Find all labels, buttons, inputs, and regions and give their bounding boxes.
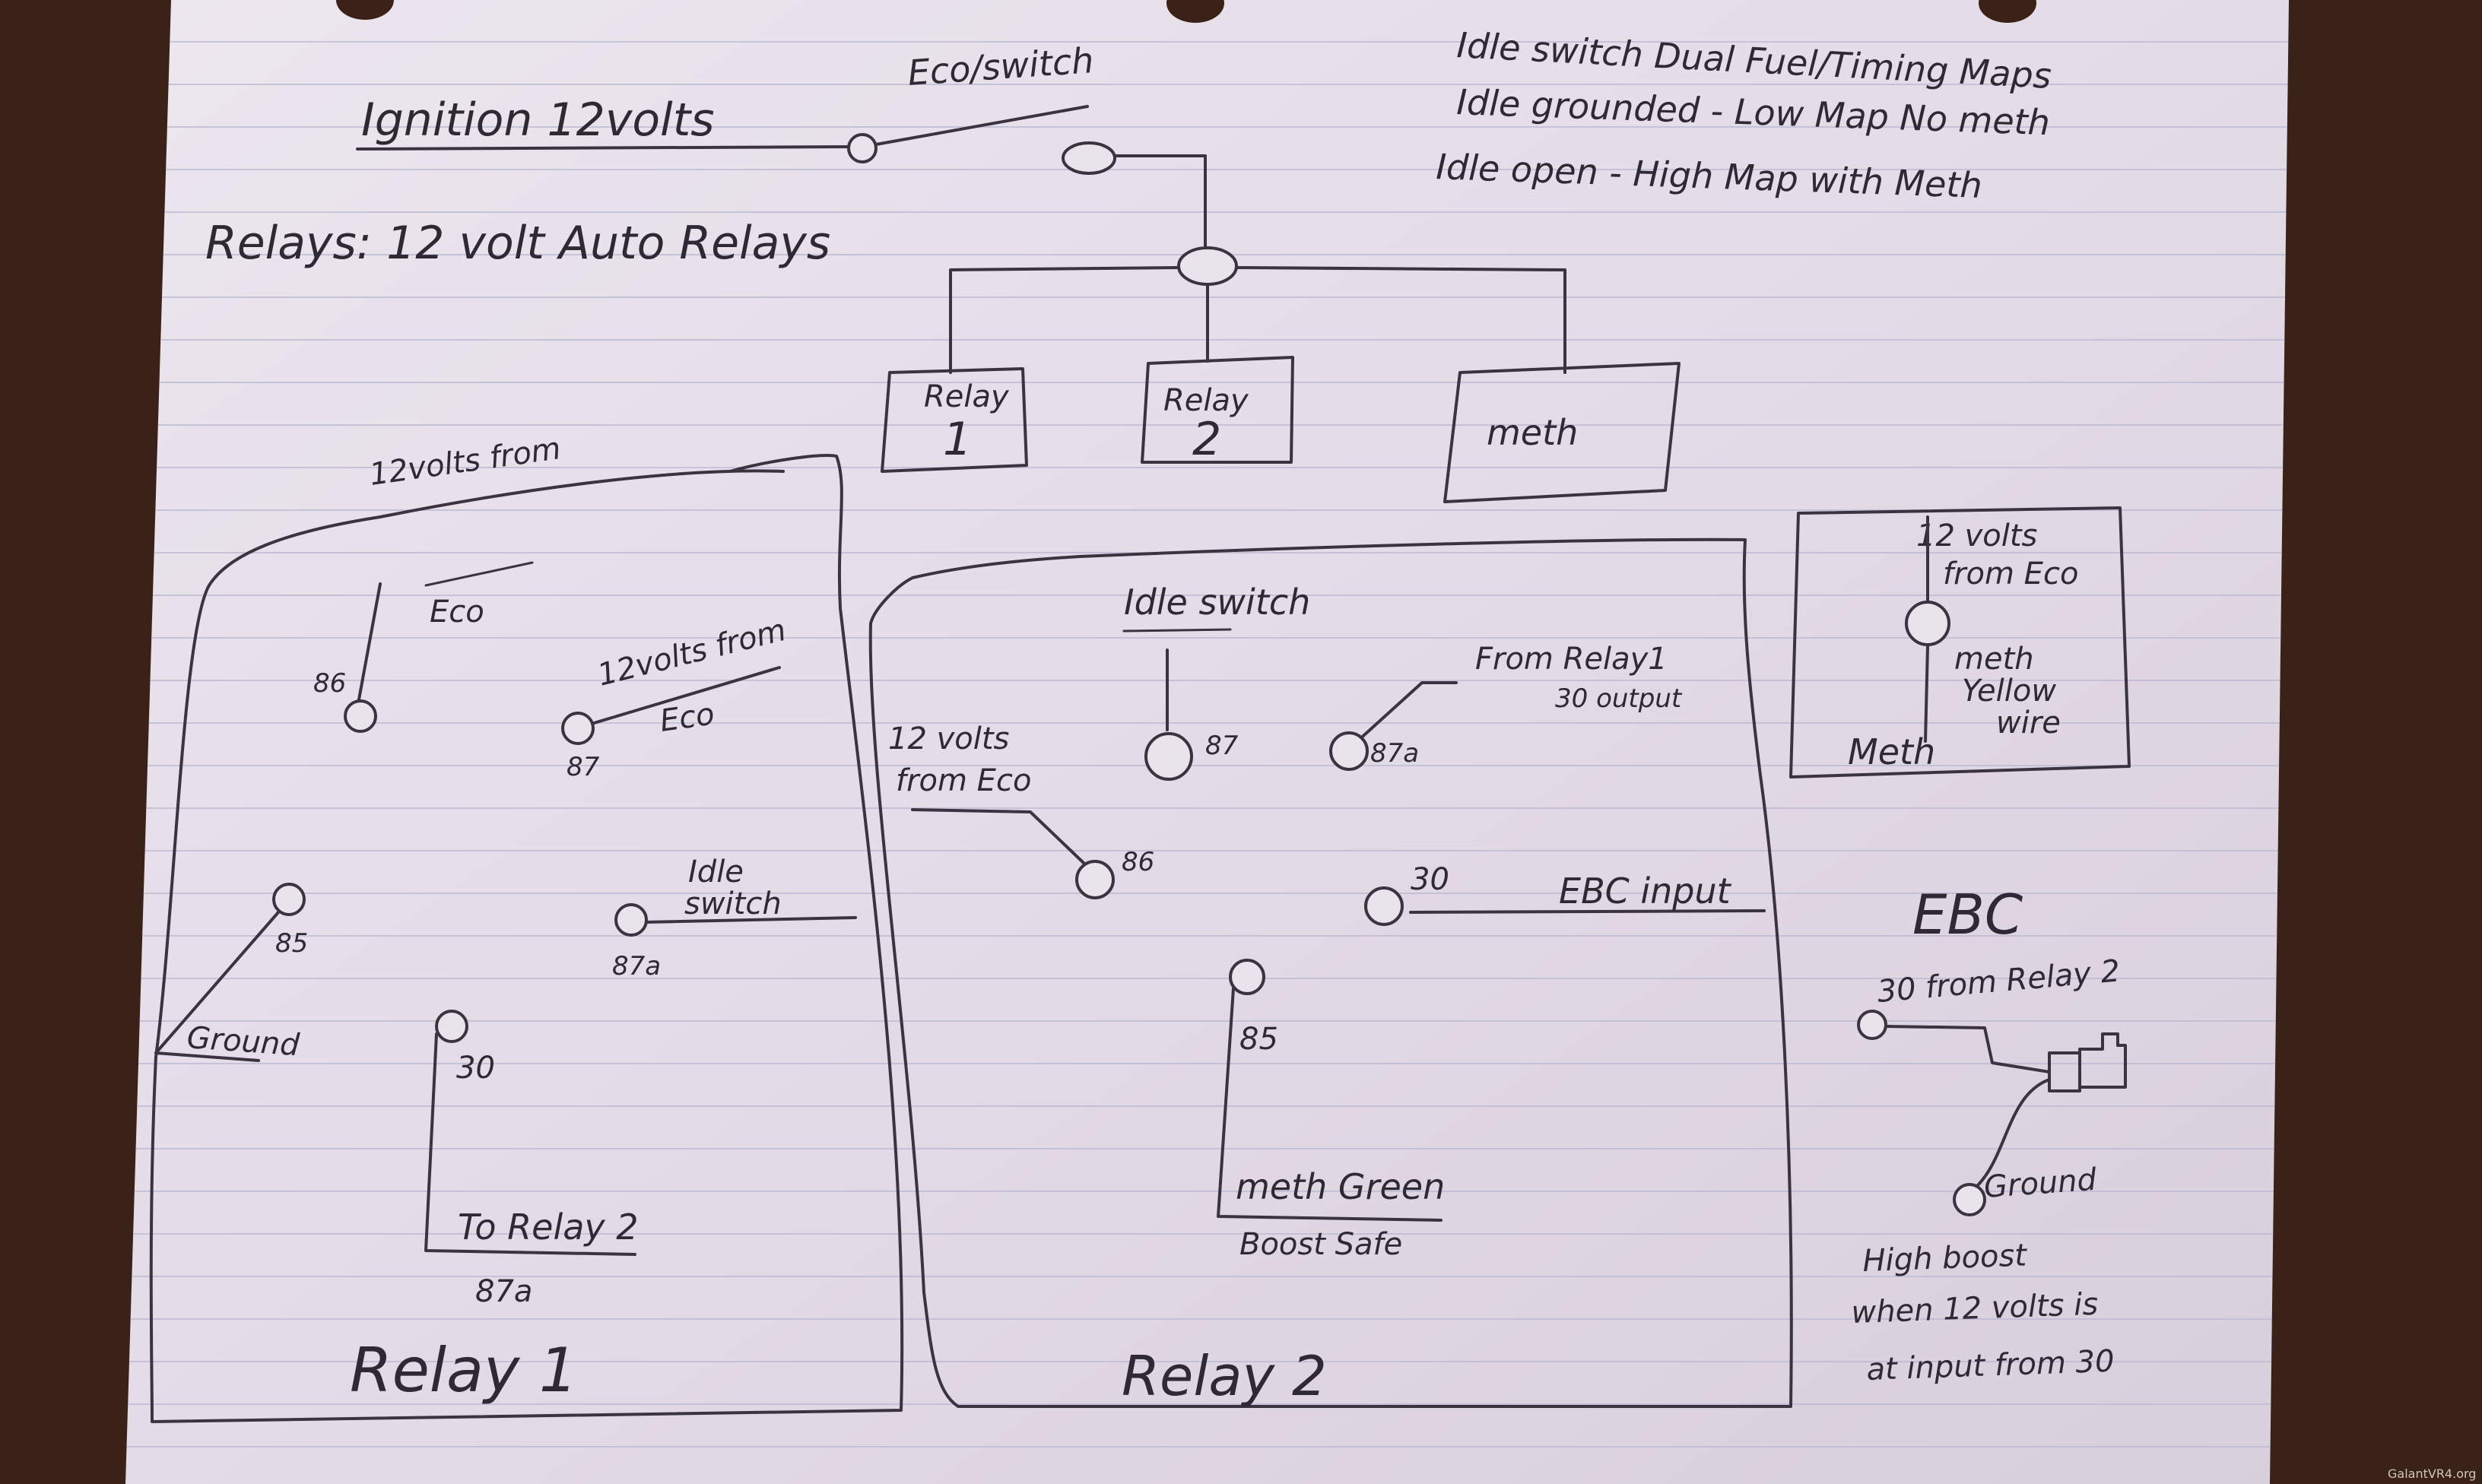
relay1-87-wire xyxy=(590,666,781,725)
ignition-terminal xyxy=(847,133,878,163)
top-relay1-box: Relay 1 xyxy=(881,367,1028,473)
ignition-label: Ignition 12volts xyxy=(361,94,715,147)
ebc-input-terminal xyxy=(1857,1010,1887,1040)
meth-wire-word: wire xyxy=(1996,706,2061,740)
top-meth-box: meth xyxy=(1443,362,1681,503)
relay1-87a-terminal xyxy=(614,903,648,937)
relay2-87a-terminal xyxy=(1329,731,1369,771)
relay1-86-terminal xyxy=(344,699,377,733)
relay2-86-label: 86 xyxy=(1122,847,1154,877)
relay1-30-wire xyxy=(424,1032,636,1256)
relay2-85-wire xyxy=(1217,987,1443,1222)
meth-yellow-wire xyxy=(1924,645,1929,743)
watermark: GalantVR4.org xyxy=(2388,1467,2476,1481)
relays-note: Relays: 12 volt Auto Relays xyxy=(205,217,830,270)
relay2-panel: Idle switch 87 From Relay1 30 output 87a… xyxy=(868,537,1793,1408)
relay1-ground-wire xyxy=(154,911,280,1062)
binder-hole xyxy=(336,0,394,20)
feed-relay1-wire xyxy=(949,266,1180,374)
top-meth-label: meth xyxy=(1487,412,1578,453)
meth-wire-yellow: Yellow xyxy=(1962,674,2056,709)
relay2-85-terminal xyxy=(1229,959,1265,995)
relay2-86-note: 12 volts xyxy=(888,721,1009,756)
eco-switch-blade xyxy=(874,105,1089,146)
relay2-boost-safe: Boost Safe xyxy=(1239,1227,1402,1262)
eco-output-terminal xyxy=(1062,141,1116,175)
ebc-ground-label: Ground xyxy=(1982,1162,2097,1205)
relay2-30-terminal xyxy=(1364,886,1404,926)
relay1-87-label: 87 xyxy=(567,752,600,782)
relay1-switch-label: switch xyxy=(684,886,782,921)
relay2-85-label: 85 xyxy=(1239,1022,1278,1057)
relay1-86-label: 86 xyxy=(313,668,346,699)
relay1-to-relay2-sub: 87a xyxy=(475,1274,532,1309)
ebc-ground-terminal xyxy=(1953,1183,1986,1216)
relay2-outline xyxy=(868,537,1793,1408)
meth-outline xyxy=(1789,506,2131,778)
relay1-30-terminal xyxy=(435,1010,468,1043)
relay2-ebc-wire xyxy=(1409,909,1766,914)
relay1-87-terminal xyxy=(561,712,595,745)
meth-terminal xyxy=(1905,601,1950,646)
top-relay2-label: Relay xyxy=(1163,383,1249,418)
ebc-note-1: High boost xyxy=(1862,1238,2028,1279)
relay1-idle-label: Idle xyxy=(688,855,744,889)
relay2-87-terminal xyxy=(1144,732,1193,781)
relay1-title: Relay 1 xyxy=(350,1335,578,1406)
relay2-87a-label: 87a xyxy=(1370,738,1419,769)
ebc-note-3: at input from 30 xyxy=(1866,1344,2115,1387)
relay2-86-wire xyxy=(911,808,1085,864)
top-relay2-number: 2 xyxy=(1192,413,1221,466)
ebc-note-2: when 12 volts is xyxy=(1851,1287,2099,1330)
relay1-85-label: 85 xyxy=(275,928,308,959)
meth-box-label: Meth xyxy=(1848,731,1935,772)
relay2-title: Relay 2 xyxy=(1122,1344,1327,1408)
relay2-30-output: 30 output xyxy=(1555,683,1683,714)
relay1-outline xyxy=(149,454,904,1423)
relay1-30-label: 30 xyxy=(456,1051,495,1086)
relay1-to-relay2: To Relay 2 xyxy=(458,1207,639,1248)
meth-wire-label: meth xyxy=(1954,642,2034,677)
top-relay2-box: Relay 2 xyxy=(1141,356,1294,466)
relay2-87a-wire xyxy=(1356,681,1458,743)
eco-feed-wire xyxy=(1113,154,1207,252)
ebc-ground-wire xyxy=(1976,1078,2051,1188)
binder-hole xyxy=(1979,0,2036,23)
eco-distribution xyxy=(949,141,1566,374)
ebc-solenoid-port xyxy=(2078,1032,2127,1089)
ebc-input-wire xyxy=(1884,1025,2051,1073)
relay2-86-terminal xyxy=(1075,860,1115,899)
relay2-idle-switch-label: Idle switch xyxy=(1124,582,1310,623)
relay1-87a-label: 87a xyxy=(612,951,661,981)
binder-hole xyxy=(1166,0,1224,23)
relay2-from-relay1: From Relay1 xyxy=(1475,642,1668,677)
feed-meth-wire xyxy=(1235,266,1566,374)
relay1-87-note-2: Eco xyxy=(658,696,716,739)
ebc-title: EBC xyxy=(1912,883,2023,947)
relay2-87-label: 87 xyxy=(1205,731,1239,761)
relay2-ebc-input-label: EBC input xyxy=(1559,870,1732,912)
top-relay1-label: Relay xyxy=(924,379,1010,414)
relay1-86-wire xyxy=(357,582,382,701)
relay2-86-note-2: from Eco xyxy=(896,763,1031,798)
meth-panel: 12 volts from Eco meth Yellow wire Meth xyxy=(1789,506,2131,778)
relay1-ground-label: Ground xyxy=(186,1020,300,1063)
relay2-30-label: 30 xyxy=(1411,862,1449,897)
top-relay1-number: 1 xyxy=(943,413,972,466)
ignition-wire xyxy=(356,145,853,151)
meth-note: 12 volts xyxy=(1916,518,2037,553)
relay1-87a-wire xyxy=(645,916,857,924)
meth-note-2: from Eco xyxy=(1943,556,2078,591)
splice-node xyxy=(1177,246,1238,286)
relay1-86-note-2: Eco xyxy=(430,595,484,629)
relay2-meth-green: meth Green xyxy=(1236,1166,1445,1207)
relay1-85-terminal xyxy=(272,883,306,916)
